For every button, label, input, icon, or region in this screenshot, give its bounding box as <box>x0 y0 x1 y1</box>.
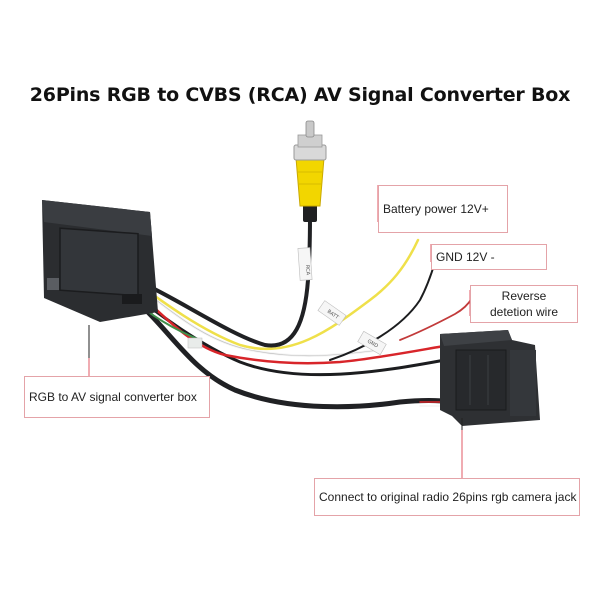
box-port <box>47 278 59 290</box>
batt-sleeve <box>317 300 347 326</box>
connect-callout: Connect to original radio 26pins rgb cam… <box>314 478 580 516</box>
converter-callout: RGB to AV signal converter box <box>24 376 210 418</box>
reverse-callout: Reverse detetion wire <box>470 285 578 323</box>
gnd-wire <box>329 261 436 361</box>
reverse-label-line2: detetion wire <box>489 305 559 319</box>
rca-sleeve-text: RCA <box>304 265 311 276</box>
wire-sleeves: RCA BATT GND <box>187 247 387 356</box>
rca-cable <box>138 213 312 348</box>
reverse-wire <box>399 297 473 341</box>
battery-label: Battery power 12V+ <box>383 202 489 216</box>
gnd-sleeve-text: GND <box>366 339 379 350</box>
battery-callout: Battery power 12V+ <box>378 185 508 233</box>
converter-label: RGB to AV signal converter box <box>29 390 197 404</box>
rca-sleeve <box>297 247 313 281</box>
yellow-wire <box>128 238 420 351</box>
gnd-label: GND 12V - <box>436 250 495 264</box>
converter-box <box>42 200 158 322</box>
rca-plug <box>293 120 327 222</box>
26pin-connector <box>440 330 540 426</box>
connect-label: Connect to original radio 26pins rgb cam… <box>319 490 577 504</box>
reverse-label-line1: Reverse <box>501 289 547 303</box>
red-wire <box>126 283 452 365</box>
gnd-sleeve <box>357 330 387 356</box>
main-harness-cable <box>132 297 453 410</box>
bundle-clip <box>187 337 203 349</box>
gnd-callout: GND 12V - <box>431 244 547 270</box>
page-title: 26Pins RGB to CVBS (RCA) AV Signal Conve… <box>29 84 571 106</box>
